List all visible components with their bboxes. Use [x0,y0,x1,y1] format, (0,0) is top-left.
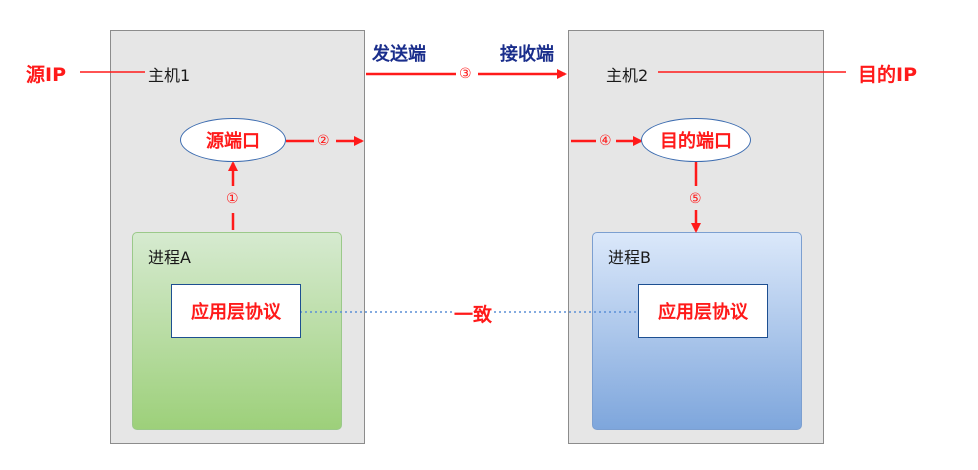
protocol-b-label: 应用层协议 [658,302,748,323]
dest-port-node: 目的端口 [641,118,751,162]
host-1-label: 主机1 [148,66,191,85]
step-5-marker: ⑤ [689,191,702,207]
sender-label: 发送端 [372,44,426,65]
step-3-marker: ③ [459,66,472,82]
source-port-node: 源端口 [180,118,286,162]
protocol-a-label: 应用层协议 [191,302,281,323]
host-2-label: 主机2 [606,66,649,85]
source-port-label: 源端口 [206,131,260,152]
source-ip-label: 源IP [26,64,66,86]
dest-port-label: 目的端口 [660,131,732,152]
process-b-label: 进程B [608,248,651,267]
step-2-marker: ② [317,133,330,149]
protocol-a-box: 应用层协议 [171,284,301,338]
process-a-label: 进程A [148,248,191,267]
consistency-label: 一致 [454,304,493,326]
dest-ip-label: 目的IP [858,64,917,86]
step-4-marker: ④ [599,133,612,149]
receiver-label: 接收端 [500,44,554,65]
step-1-marker: ① [226,191,239,207]
protocol-b-box: 应用层协议 [638,284,768,338]
